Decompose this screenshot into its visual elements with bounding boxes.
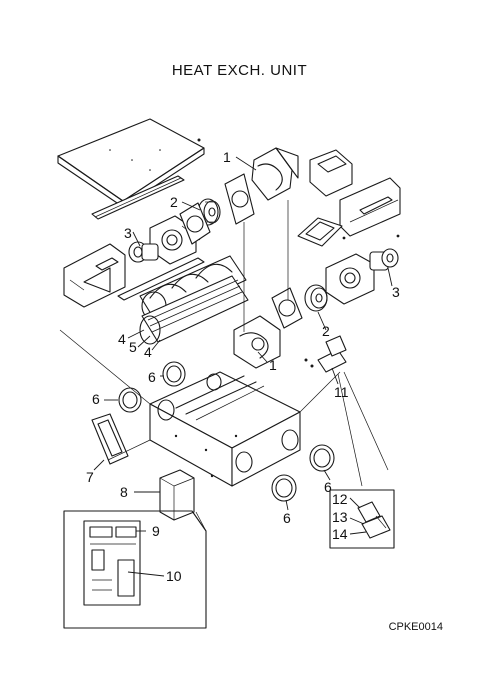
motor-right <box>369 234 400 271</box>
duct-collar-bottom <box>271 474 297 502</box>
callout-6-bottom: 6 <box>283 510 291 526</box>
duct-box-upper-right <box>309 149 353 197</box>
scroll-housing-lower <box>233 315 281 369</box>
damper-detail-inset <box>329 489 395 549</box>
access-panel <box>91 413 129 465</box>
callout-4-lower: 4 <box>144 344 152 360</box>
scroll-housing-upper <box>251 147 299 201</box>
assembly-reference-lines <box>59 200 389 532</box>
callout-6-right: 6 <box>324 479 332 495</box>
callout-7: 7 <box>86 469 94 485</box>
callout-3-left: 3 <box>124 225 132 241</box>
callout-1-lower: 1 <box>269 357 277 373</box>
callout-10: 10 <box>166 568 182 584</box>
pcb-inset-frame <box>63 510 207 629</box>
damper-bracket <box>304 335 347 373</box>
drawing-code: CPKE0014 <box>388 621 443 633</box>
control-box <box>159 469 195 521</box>
callout-1-upper: 1 <box>223 149 231 165</box>
main-cabinet <box>149 371 301 487</box>
fan-casing-left <box>63 243 126 308</box>
cover-rail <box>91 175 185 220</box>
callout-2-left: 2 <box>170 194 178 210</box>
callout-5: 5 <box>129 339 137 355</box>
callout-6-left: 6 <box>92 391 100 407</box>
heat-exchanger-element <box>339 177 401 237</box>
callout-14: 14 <box>332 526 348 542</box>
top-cover-panel <box>57 118 205 208</box>
impeller-right <box>304 284 328 312</box>
duct-collar-upper <box>162 361 186 387</box>
callout-3-right: 3 <box>392 284 400 300</box>
blower-wheel-assembly <box>139 255 249 345</box>
motor-left <box>128 241 159 263</box>
callout-9: 9 <box>152 523 160 539</box>
mounting-plate-upper <box>224 173 255 225</box>
callout-leaders <box>93 156 393 577</box>
diagram-title: HEAT EXCH. UNIT <box>171 62 308 79</box>
partition-rail <box>117 257 205 301</box>
callout-8: 8 <box>120 484 128 500</box>
callout-13: 13 <box>332 509 348 525</box>
fan-frame-right <box>271 287 303 329</box>
duct-collar-left <box>118 387 142 413</box>
motor-bracket-left <box>149 215 201 265</box>
damper-upper-right <box>297 217 346 247</box>
callout-12: 12 <box>332 491 348 507</box>
callout-4-upper: 4 <box>118 331 126 347</box>
motor-bracket-right <box>325 253 375 305</box>
callout-labels: 1 2 3 3 4 5 4 2 1 11 6 6 7 8 9 10 6 6 12… <box>86 149 400 584</box>
callout-11: 11 <box>334 384 349 400</box>
callout-6-upper: 6 <box>148 369 156 385</box>
callout-2-right: 2 <box>322 323 330 339</box>
duct-collar-right <box>309 444 335 472</box>
